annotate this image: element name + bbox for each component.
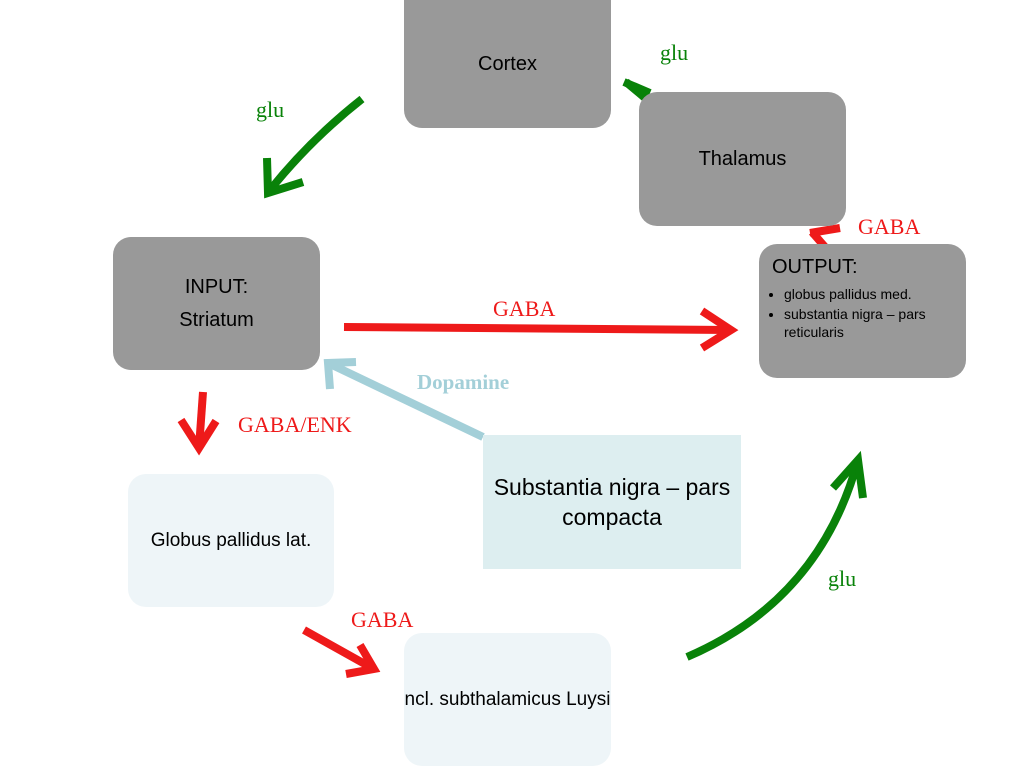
output-item-snr: substantia nigra – pars reticularis: [784, 305, 956, 341]
arrow-cortex-to-striatum: [263, 95, 365, 199]
striatum-input-label: INPUT:: [184, 275, 249, 298]
arrow-snc-to-striatum: [323, 358, 485, 441]
arrow-striatum-to-output: [343, 307, 739, 352]
label-glu-cortex-striatum: glu: [256, 97, 285, 122]
label-glu-stn-output: glu: [828, 566, 857, 591]
substantia-nigra-compacta-node: Substantia nigra – pars compacta: [483, 435, 741, 569]
output-title: OUTPUT:: [772, 256, 858, 278]
striatum-node: INPUT: Striatum: [113, 237, 320, 370]
substantia-nigra-compacta-label: Substantia nigra – pars compacta: [493, 474, 731, 530]
cortex-node: Cortex: [404, 0, 611, 128]
thalamus-node: Thalamus: [639, 92, 846, 226]
label-gaba-enk: GABA/ENK: [238, 412, 352, 437]
globus-pallidus-node: Globus pallidus lat.: [128, 474, 334, 607]
output-item-gpi: globus pallidus med.: [784, 285, 956, 303]
label-gaba-striatum-output: GABA: [493, 296, 556, 321]
output-list: globus pallidus med. substantia nigra – …: [772, 285, 956, 343]
label-glu-thalamus-cortex: glu: [660, 40, 689, 65]
arrow-gp-to-stn: [302, 626, 381, 678]
arrow-striatum-to-gp: [177, 391, 220, 456]
cortex-label: Cortex: [478, 52, 537, 75]
thalamus-label: Thalamus: [698, 147, 787, 170]
subthalamic-label: ncl. subthalamicus Luysi: [404, 688, 611, 710]
label-dopamine: Dopamine: [417, 370, 510, 394]
arrow-stn-to-output: [685, 450, 867, 661]
output-node: OUTPUT: globus pallidus med. substantia …: [759, 244, 966, 378]
striatum-label: Striatum: [179, 308, 254, 331]
subthalamic-node: ncl. subthalamicus Luysi: [404, 633, 611, 766]
label-gaba-gp-stn: GABA: [351, 607, 414, 632]
label-gaba-output-thalamus: GABA: [858, 214, 921, 239]
globus-pallidus-label: Globus pallidus lat.: [150, 529, 312, 551]
